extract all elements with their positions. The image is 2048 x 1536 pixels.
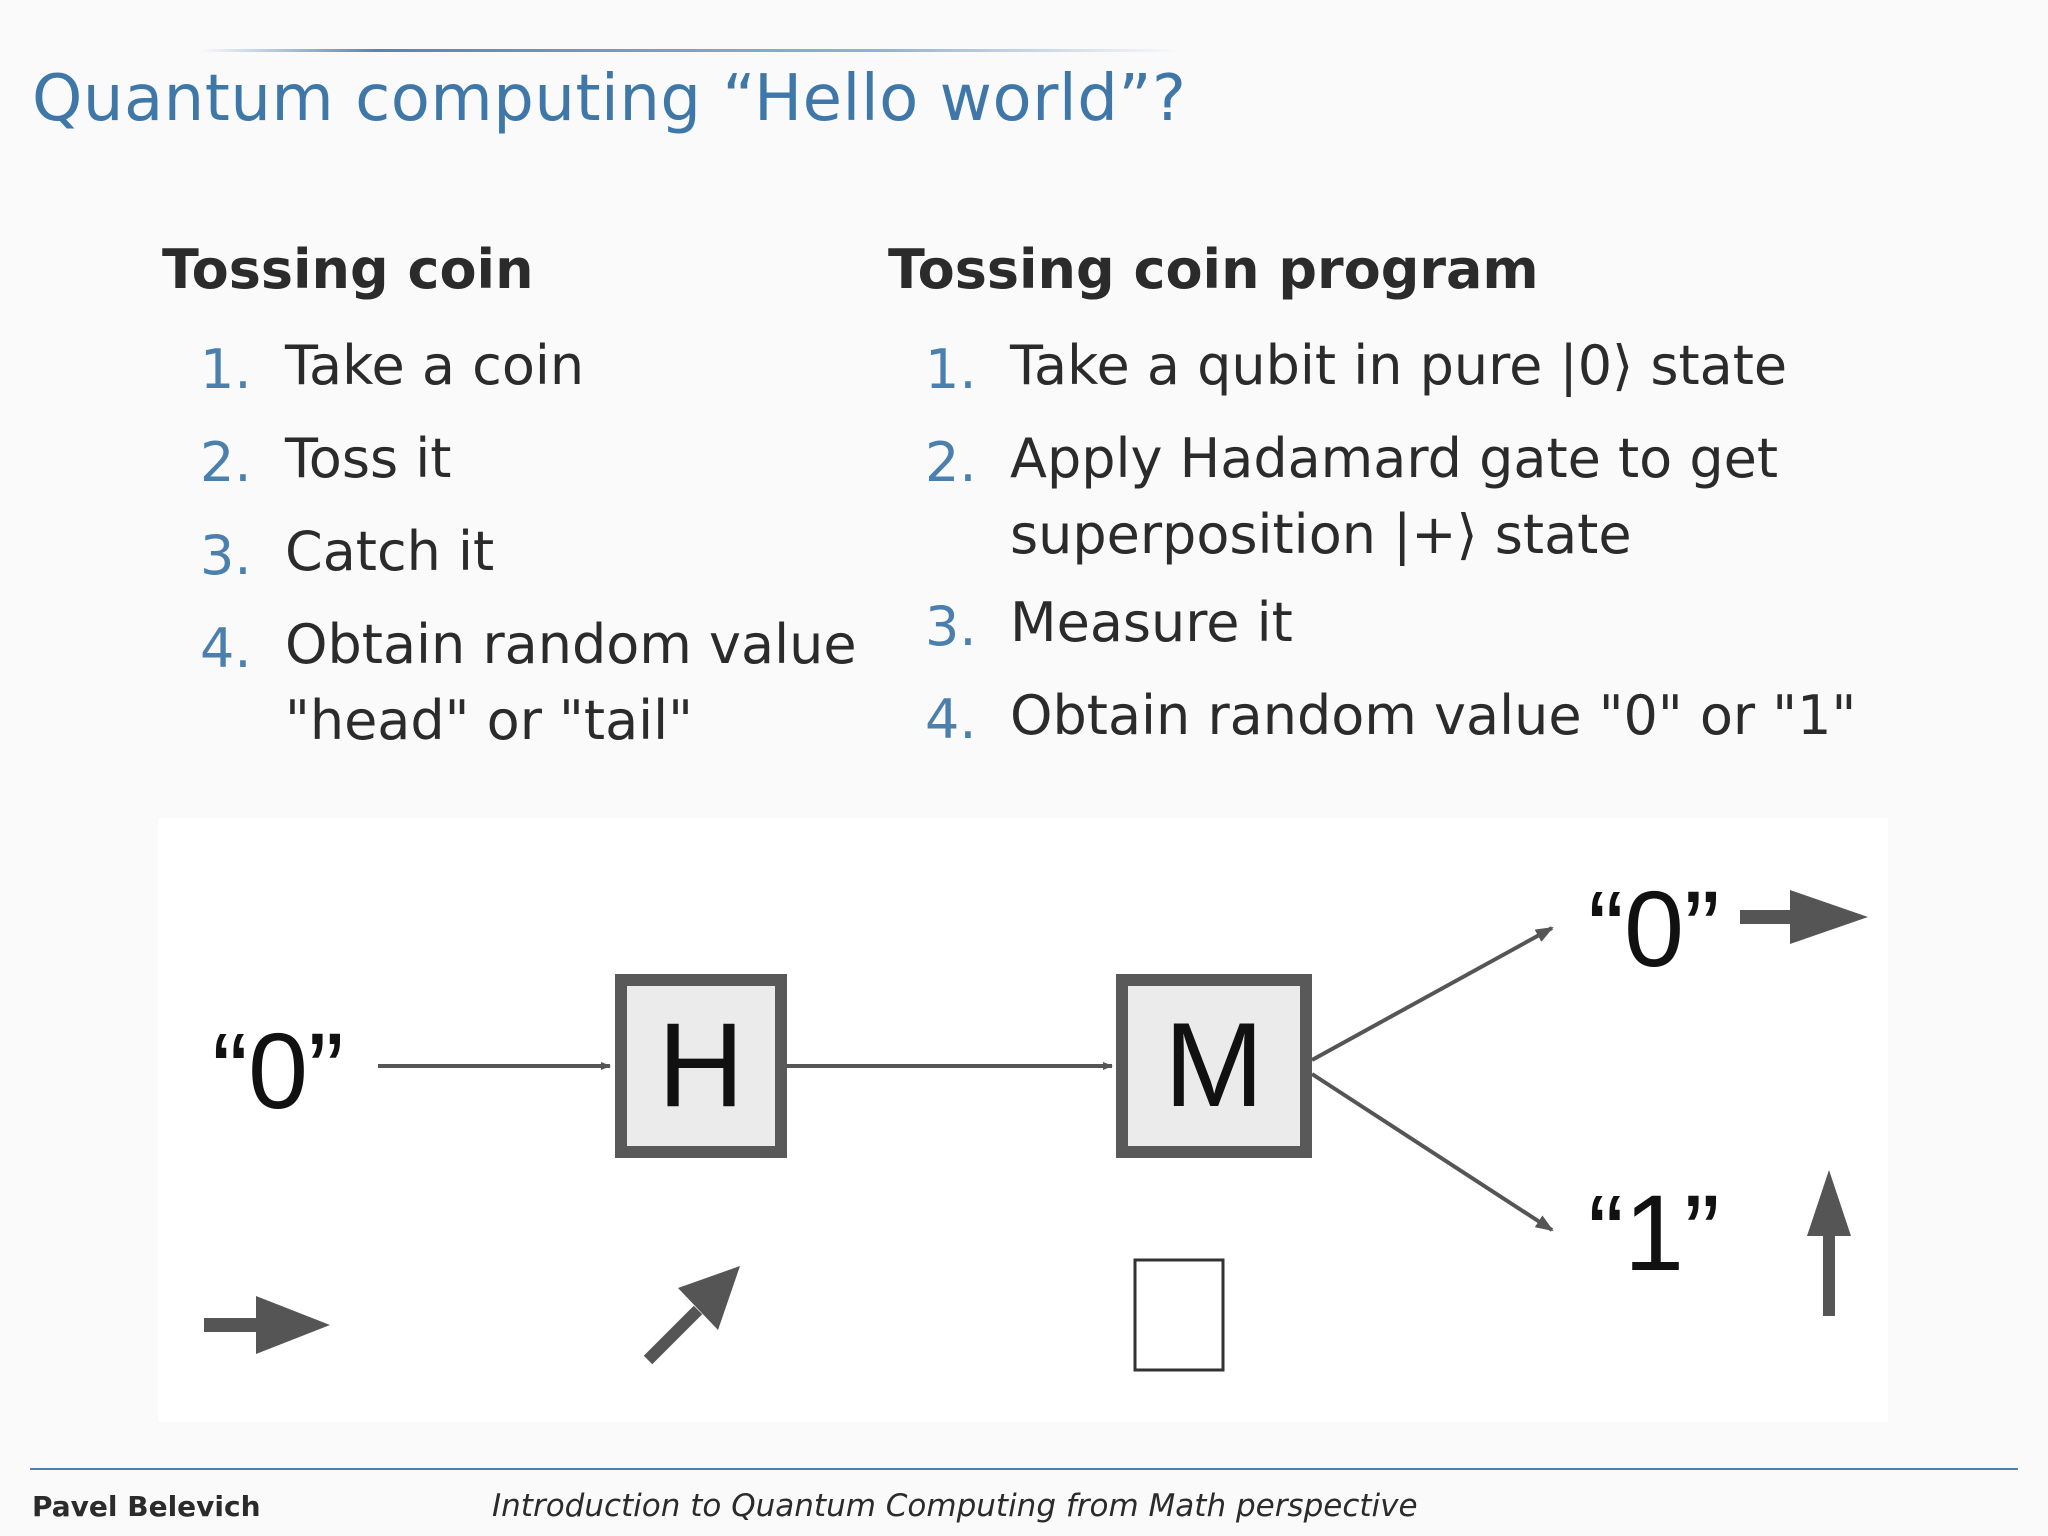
item-text: Obtain random value [285,613,857,676]
branch-to-1 [1310,1072,1554,1232]
measure-gate [1116,974,1312,1158]
circuit-diagram-svg: “0” H M “0” “1” [204,868,1868,1372]
item-number: 4. [200,617,252,680]
item-number: 1. [925,338,977,401]
right-column-heading: Tossing coin program [888,238,1539,301]
item-text-continued: superposition |+⟩ state [1010,503,1632,566]
item-text: Take a qubit in pure |0⟩ state [1010,334,1788,397]
item-number: 3. [200,524,252,587]
empty-box-icon [1133,1258,1225,1372]
branch-to-0 [1311,926,1554,1062]
item-text: Take a coin [285,334,585,397]
footer-rule [30,1468,2018,1470]
item-number: 4. [925,688,977,751]
footer-author: Pavel Belevich [32,1490,261,1523]
arrow-right-icon [204,1296,330,1354]
item-text: Catch it [285,520,495,583]
item-number: 3. [925,595,977,658]
item-text: Toss it [285,427,452,490]
arrow-right-icon [1740,890,1868,944]
item-number: 2. [200,431,252,494]
hadamard-gate [615,974,787,1158]
arrow-up-icon [1807,1170,1851,1316]
item-text: Measure it [1010,591,1293,654]
circuit-diagram: “0” H M “0” “1” [158,818,1888,1422]
hadamard-gate-label: H [658,998,745,1132]
slide-title: Quantum computing “Hello world”? [32,62,1187,136]
measure-gate-label: M [1164,998,1264,1132]
output-0-label: “0” [1588,868,1720,989]
item-number: 2. [925,431,977,494]
left-column-heading: Tossing coin [162,238,534,301]
item-number: 1. [200,338,252,401]
item-text: Obtain random value "0" or "1" [1010,684,1857,747]
arrow-up-right-icon [643,1266,740,1365]
footer-course-title: Introduction to Quantum Computing from M… [492,1488,1418,1524]
input-label: “0” [212,1010,344,1131]
title-rule [200,49,1180,52]
output-1-label: “1” [1588,1172,1720,1293]
item-text-continued: "head" or "tail" [285,689,694,752]
item-text: Apply Hadamard gate to get [1010,427,1779,490]
